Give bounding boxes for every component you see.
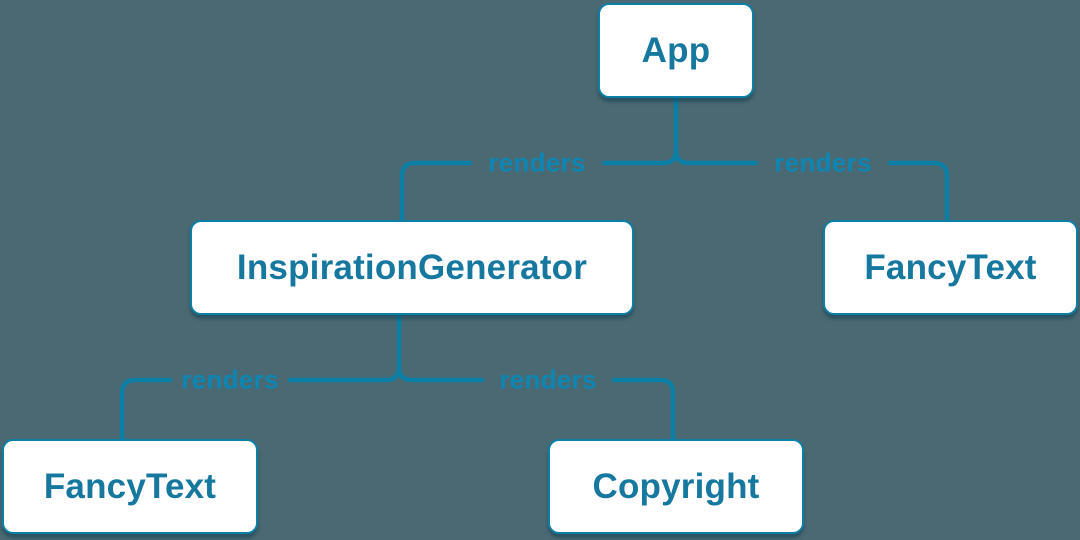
node-app-label: App	[641, 30, 711, 70]
connector-app-renders-fancytext	[673, 148, 950, 222]
node-fancy-text-top-label: FancyText	[864, 247, 1037, 287]
edge-label-app-fancytext: renders	[774, 147, 872, 178]
edge-label-app-inspirationgenerator: renders	[488, 147, 586, 178]
edge-label-inspirationgenerator-fancytext: renders	[181, 364, 279, 395]
node-fancy-text-bottom: FancyText	[2, 439, 258, 534]
node-inspiration-generator: InspirationGenerator	[190, 220, 634, 315]
node-fancy-text-bottom-label: FancyText	[43, 466, 217, 506]
connector-inspirationgenerator-renders-copyright	[396, 364, 676, 441]
node-copyright-label: Copyright	[592, 466, 760, 506]
node-fancy-text-top: FancyText	[823, 220, 1078, 315]
edge-label-inspirationgenerator-copyright: renders	[499, 364, 597, 395]
node-inspiration-generator-label: InspirationGenerator	[236, 247, 588, 287]
node-app: App	[598, 3, 754, 98]
node-copyright: Copyright	[548, 439, 804, 534]
